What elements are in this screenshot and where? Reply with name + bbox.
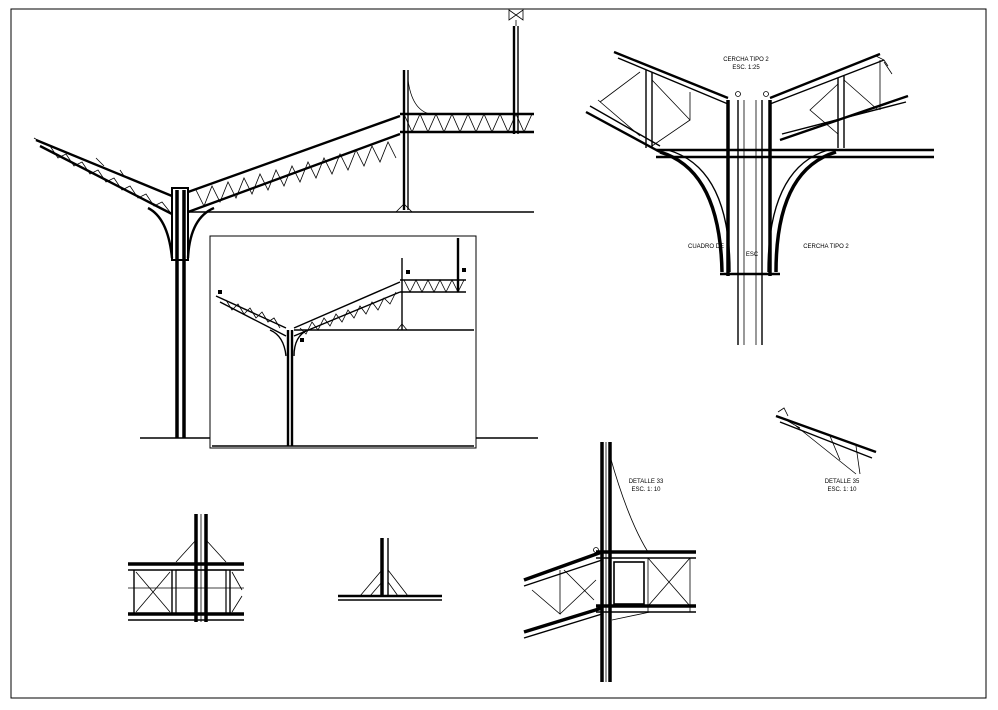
detalle-33-drawing: DETALLE 33 ESC. 1: 10	[523, 442, 696, 682]
cuadro-right-label: CERCHA TIPO 2	[803, 244, 849, 250]
detalle-35-drawing: DETALLE 35 ESC. 1: 10	[775, 407, 877, 493]
cuadro-left-label: CUADRO DE	[688, 244, 724, 250]
cercha-scale: ESC. 1:25	[732, 65, 760, 71]
detalle-a-scale: ESC. 1: 10	[631, 487, 661, 493]
cercha-tipo-2-detail: CERCHA TIPO 2 ESC. 1:25	[585, 50, 934, 345]
north-arrow-icon	[508, 9, 524, 26]
sheet-border	[10, 8, 987, 699]
detalle-b-scale: ESC. 1: 10	[827, 487, 857, 493]
detalle-b-title: DETALLE 35	[825, 479, 860, 485]
cuadro-scale-label: ESC	[746, 252, 759, 258]
column-connection-detail	[128, 514, 244, 622]
inset-frame	[209, 235, 477, 449]
inset-truss-elevation	[212, 238, 474, 447]
cercha-title: CERCHA TIPO 2	[723, 57, 769, 63]
main-truss-elevation	[33, 26, 538, 439]
base-plate-detail	[338, 538, 442, 601]
detalle-a-title: DETALLE 33	[629, 479, 664, 485]
